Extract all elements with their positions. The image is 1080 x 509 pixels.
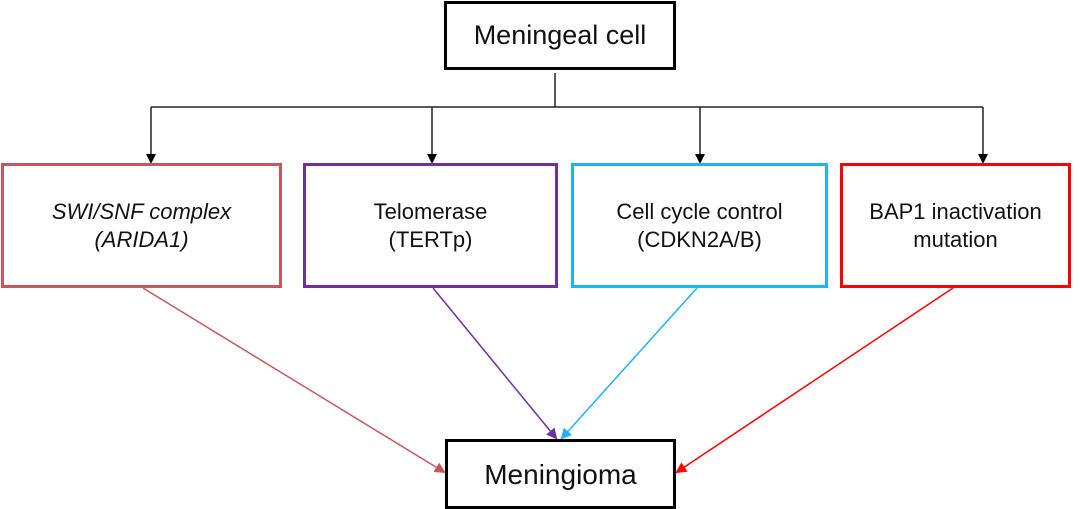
node-swi-snf-complex: SWI/SNF complex (ARIDA1) (1, 163, 282, 288)
node-meningeal-cell: Meningeal cell (444, 1, 676, 70)
edge-bap1-to-meningioma (675, 287, 954, 474)
node-label-line1: Telomerase (373, 199, 488, 224)
node-label-line2: (CDKN2A/B) (637, 226, 762, 252)
node-label-line2: (TERTp) (388, 226, 473, 252)
edge-swisnf-to-meningioma (142, 287, 446, 474)
node-cell-cycle-control: Cell cycle control (CDKN2A/B) (571, 163, 828, 288)
node-telomerase: Telomerase (TERTp) (303, 163, 558, 288)
node-label-line2: mutation (913, 226, 998, 252)
node-meningioma: Meningioma (445, 439, 676, 509)
node-bap1-inactivation: BAP1 inactivation mutation (840, 163, 1071, 288)
node-label-line1: BAP1 inactivation (869, 199, 1042, 224)
node-label: Meningeal cell (473, 19, 647, 50)
node-label-line2: (ARIDA1) (94, 226, 189, 252)
node-label-line1: SWI/SNF complex (51, 199, 232, 224)
node-label-line1: Cell cycle control (616, 199, 783, 224)
edge-telomerase-to-meningioma (432, 287, 558, 440)
edge-cell-cycle-to-meningioma (560, 287, 698, 440)
node-label: Meningioma (484, 458, 637, 490)
